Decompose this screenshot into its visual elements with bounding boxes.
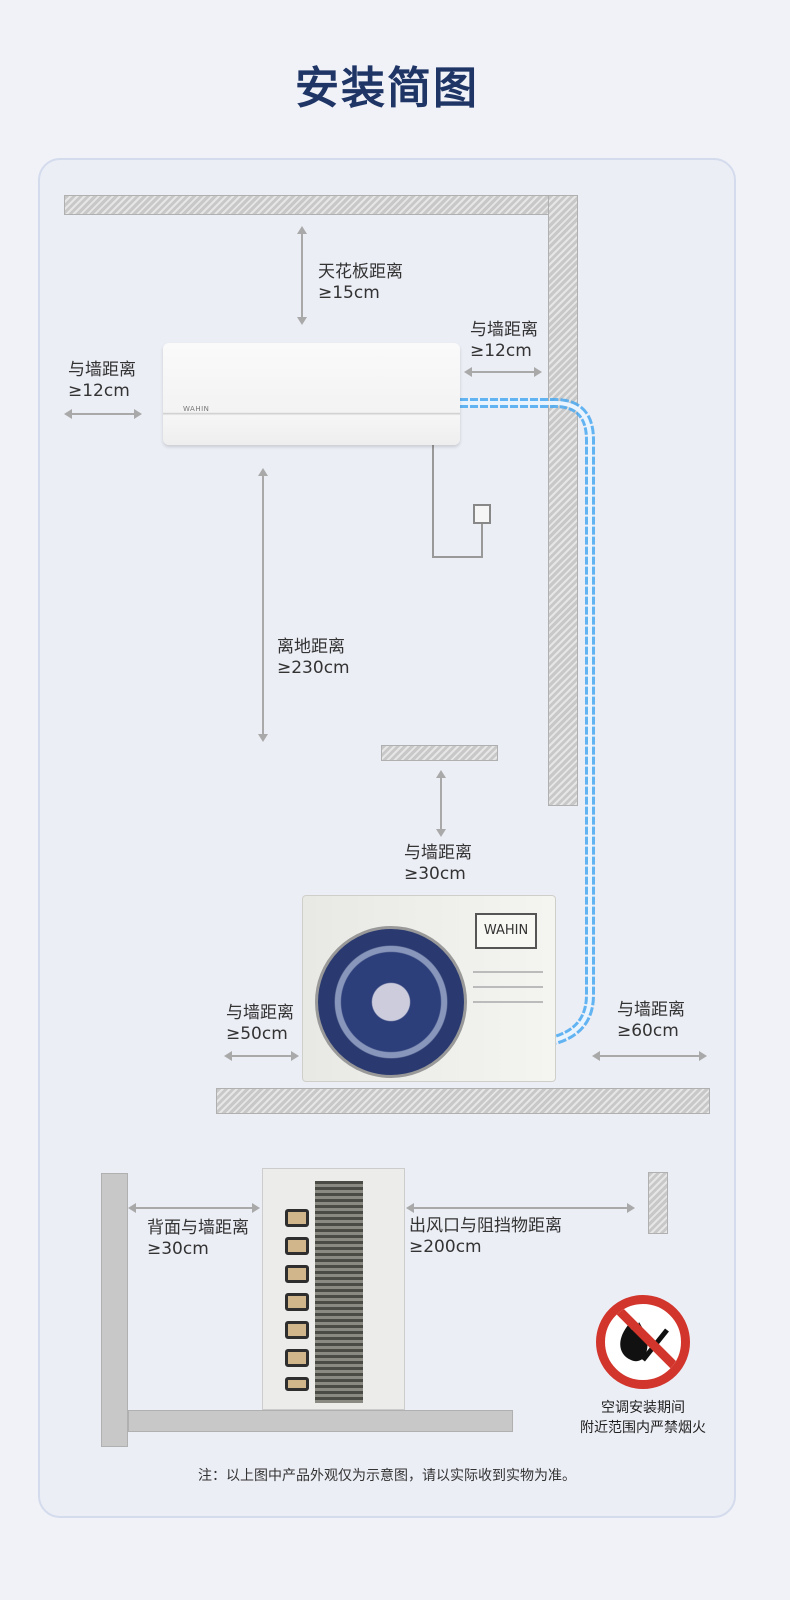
label-line: 天花板距离 xyxy=(318,262,403,282)
no-fire-warning: 空调安装期间附近范围内严禁烟火 xyxy=(560,1398,726,1438)
outdoor-unit: WAHIN xyxy=(302,895,556,1082)
label-line: 与墙距离 xyxy=(617,1000,685,1020)
label-line: ≥50cm xyxy=(226,1024,288,1044)
drain-box xyxy=(473,504,491,524)
indoor-right-arrow xyxy=(464,367,542,377)
label-line: ≥230cm xyxy=(277,658,350,678)
indoor-right-label: 与墙距离≥12cm xyxy=(470,320,538,362)
no-fire-icon xyxy=(596,1295,690,1389)
label-line: ≥200cm xyxy=(409,1237,482,1257)
label-line: 离地距离 xyxy=(277,637,345,657)
label-line: ≥30cm xyxy=(147,1239,209,1259)
label-line: ≥60cm xyxy=(617,1021,679,1041)
label-line: 背面与墙距离 xyxy=(147,1218,249,1238)
outlet-distance-arrow xyxy=(406,1203,635,1213)
outdoor-left-arrow xyxy=(224,1051,299,1061)
label-line: 与墙距离 xyxy=(470,320,538,340)
floor-distance-arrow xyxy=(258,468,268,742)
label-line: 与墙距离 xyxy=(68,360,136,380)
back-distance-arrow xyxy=(128,1203,260,1213)
right-wall xyxy=(548,195,578,806)
indoor-brand-logo: WAHIN xyxy=(183,405,210,413)
warning-line: 附近范围内严禁烟火 xyxy=(580,1420,706,1436)
label-line: 与墙距离 xyxy=(404,843,472,863)
fan-icon xyxy=(315,926,467,1078)
outdoor-top-label: 与墙距离≥30cm xyxy=(404,843,472,885)
floor-distance-label: 离地距离≥230cm xyxy=(277,637,350,679)
label-line: ≥30cm xyxy=(404,864,466,884)
warning-line: 空调安装期间 xyxy=(601,1400,685,1416)
label-line: ≥15cm xyxy=(318,283,380,303)
drain-pipe xyxy=(432,445,483,558)
page-title: 安装简图 xyxy=(295,63,479,114)
outdoor-right-label: 与墙距离≥60cm xyxy=(617,1000,685,1042)
footnote: 注：以上图中产品外观仅为示意图，请以实际收到实物为准。 xyxy=(198,1468,576,1484)
back-distance-label: 背面与墙距离≥30cm xyxy=(147,1218,249,1260)
obstacle-wall xyxy=(648,1172,668,1234)
ceiling-arrow xyxy=(297,226,307,325)
label-line: ≥12cm xyxy=(470,341,532,361)
outdoor-top-arrow xyxy=(436,770,446,837)
label-line: 出风口与阻挡物距离 xyxy=(409,1216,562,1236)
outdoor-right-arrow xyxy=(592,1051,707,1061)
label-line: 与墙距离 xyxy=(226,1003,294,1023)
outlet-distance-label: 出风口与阻挡物距离≥200cm xyxy=(409,1216,562,1258)
indoor-left-label: 与墙距离≥12cm xyxy=(68,360,136,402)
back-wall xyxy=(101,1173,128,1447)
outdoor-unit-side-view xyxy=(262,1168,405,1410)
shelf-wall xyxy=(381,745,498,761)
label-line: ≥12cm xyxy=(68,381,130,401)
outdoor-brand-logo: WAHIN xyxy=(475,913,537,949)
flame-match-icon xyxy=(620,1322,669,1362)
outdoor-left-label: 与墙距离≥50cm xyxy=(226,1003,294,1045)
indoor-unit: WAHIN xyxy=(163,343,460,445)
side-floor xyxy=(128,1410,513,1432)
indoor-left-arrow xyxy=(64,409,142,419)
condenser-coil xyxy=(315,1181,363,1403)
ceiling-label: 天花板距离≥15cm xyxy=(318,262,403,304)
floor-platform xyxy=(216,1088,710,1114)
